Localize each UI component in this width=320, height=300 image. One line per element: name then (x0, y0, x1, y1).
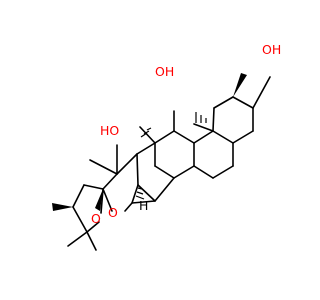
ring-c (154, 130, 195, 179)
atom-label-oxygen: OH (262, 42, 281, 57)
atom-label-oxygen: OH (155, 64, 174, 79)
stereo-bonds (52, 73, 247, 211)
atom-label-oxygen: HO (100, 123, 119, 138)
chemical-structure-diagram: OH OH HO O O H (52, 42, 281, 251)
atom-label-hydrogen: H (139, 198, 148, 213)
wedge-bond (52, 203, 73, 211)
ring-a (212, 96, 254, 144)
wedge-bond (233, 73, 247, 97)
ring-b (193, 130, 234, 179)
substituents (67, 76, 271, 251)
atom-label-oxygen: O (91, 211, 101, 226)
hashed-bond (195, 112, 207, 123)
atom-label-oxygen: O (108, 205, 118, 220)
hashed-bond (135, 187, 145, 200)
ring-f (72, 184, 104, 233)
ring-d (136, 142, 175, 202)
wedge-bond (95, 189, 103, 211)
atom-labels: OH OH HO O O H (91, 42, 281, 226)
ring-e (102, 153, 156, 212)
hashed-bond (140, 127, 152, 138)
